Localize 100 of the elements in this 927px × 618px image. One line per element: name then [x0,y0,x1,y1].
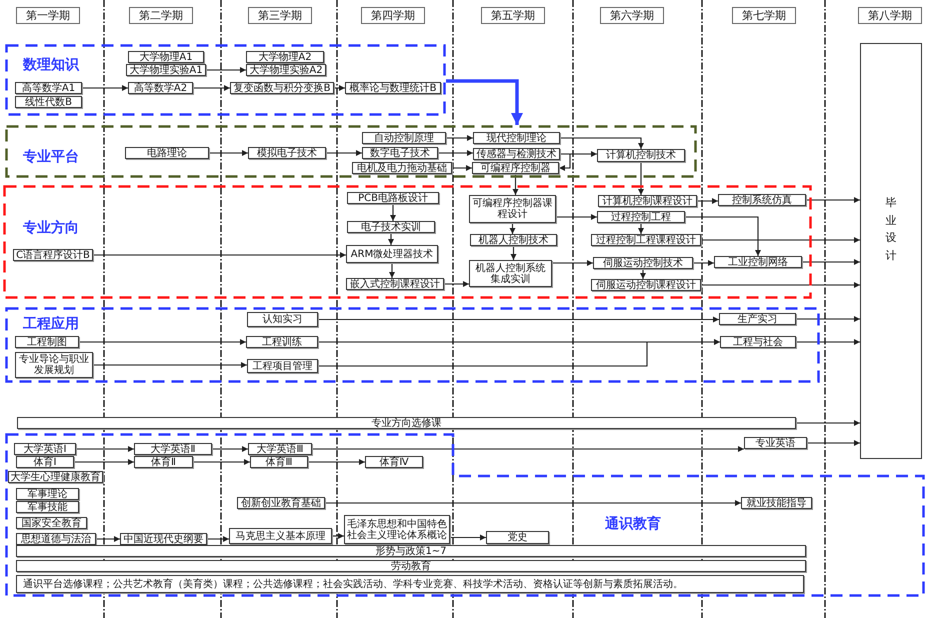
semester-header: 第七学期 [732,7,796,24]
course-box: 过程控制工程课程设计 [591,234,701,246]
semester-header: 第二学期 [129,7,193,24]
course-box: PCB电路板设计 [347,192,439,204]
course-bar: 专业方向选修课 [17,417,796,429]
arrow [390,204,396,221]
semester-header: 第八学期 [858,7,922,24]
course-box: 军事理论 [16,488,79,500]
semester-header: 第五学期 [481,7,545,24]
course-box: 大学英语Ⅱ [134,443,212,455]
arrow [446,79,523,125]
arrow [209,150,248,156]
course-box: 工程项目管理 [247,359,318,373]
arrow [450,534,486,540]
arrow [334,85,345,91]
arrow [446,135,473,141]
course-box: 体育Ⅱ [134,456,193,468]
region-title: 数理知识 [23,56,79,74]
course-box: 机器人控制系统集成实训 [469,260,552,287]
course-box: 电机及电力拖动基础 [352,162,452,174]
course-box: 大学物理实验A1 [126,64,206,76]
course-box: 复变函数与积分变换B [230,82,334,94]
course-box: 中国近现代史纲要 [120,533,207,545]
course-box: 认知实习 [247,312,318,327]
arrow [796,316,860,322]
course-box: 创新创业教育基础 [237,497,325,509]
region-title: 专业平台 [23,148,79,166]
course-box: 专业英语 [744,437,807,449]
dashed-region [5,125,697,178]
course-box: 概率论与数理统计B [345,82,441,94]
course-box: 自动控制原理 [362,132,446,144]
course-box: 大学英语Ⅲ [248,443,312,455]
arrow [560,137,644,149]
course-box: C语言程序设计B [13,249,93,261]
arrow [559,153,571,171]
course-box: 体育Ⅰ [16,456,74,468]
arrow [796,420,860,426]
course-box: 大学物理A1 [128,51,204,63]
arrow [806,197,860,203]
course-box: 电子技术实训 [347,221,435,233]
course-box: 大学物理A2 [246,51,324,63]
course-box: 伺服运动控制技术 [593,257,693,269]
semester-header: 第三学期 [248,7,312,24]
arrow [193,459,250,465]
course-box: 国家安全教育 [16,517,87,529]
dashed-region [3,185,812,299]
course-box: 现代控制理论 [473,132,560,144]
region-title: 专业方向 [23,219,79,237]
course-box: 过程控制工程 [597,211,685,223]
arrow [512,174,518,195]
course-box: 控制系统仿真 [718,194,806,206]
arrow [207,536,229,542]
arrow [389,263,395,278]
dashed-region [5,433,925,597]
arrow [638,162,644,195]
course-bar: 通识平台选修课程；公共艺术教育（美育类）课程；公共选修课程；社会实践活动、学科专业竞赛、科技学术活动、资格认证等创新与素质拓展活动。 [16,575,804,593]
arrow [332,533,344,539]
course-box: 模拟电子技术 [248,147,326,159]
arrow [697,198,718,204]
course-box: 可编程序控制器课程设计 [469,195,556,223]
dashed-region [5,44,446,116]
course-box: 大学生心理健康教育 [8,471,103,483]
arrow [193,85,230,91]
arrow [796,339,860,345]
course-box: 大学物理实验A2 [246,64,326,76]
arrow [444,281,469,287]
course-box: 传感器与检测技术 [473,148,560,160]
arrow [76,446,134,452]
course-box: 线性代数B [15,96,82,108]
course-box: 数字电子技术 [362,147,438,159]
course-box: 马克思主义基本原理 [229,528,332,544]
arrow [318,316,719,322]
arrow [326,150,362,156]
arrow [552,260,593,266]
course-box: 工业控制网络 [714,256,802,268]
arrow [452,165,472,171]
course-box: 毛泽东思想和中国特色社会主义理论体系概论 [344,515,450,544]
arrow [93,252,346,258]
arrow [325,500,741,506]
arrow [93,362,247,368]
arrow [74,459,134,465]
arrow [640,269,646,279]
course-box: 伺服运动控制课程设计 [591,279,701,291]
course-box: 体育Ⅲ [250,456,308,468]
course-bar: 劳动教育 [16,560,806,572]
course-box: 电路理论 [125,147,209,159]
arrow [510,246,516,260]
arrow [802,259,860,265]
graduation-box: 毕业设计 [860,43,922,459]
course-box: 大学英语Ⅰ [14,443,76,455]
arrow [79,339,246,345]
course-box: 专业导论与职业发展规划 [15,352,93,378]
course-box: 体育Ⅳ [365,456,423,468]
arrow [510,223,516,234]
course-box: 计算机控制技术 [597,149,685,162]
arrow [312,446,744,452]
course-box: 工程与社会 [720,336,796,348]
course-box: 高等数学A2 [128,82,193,94]
course-box: 高等数学A1 [15,82,82,94]
course-box: 计算机控制课程设计 [598,195,697,207]
